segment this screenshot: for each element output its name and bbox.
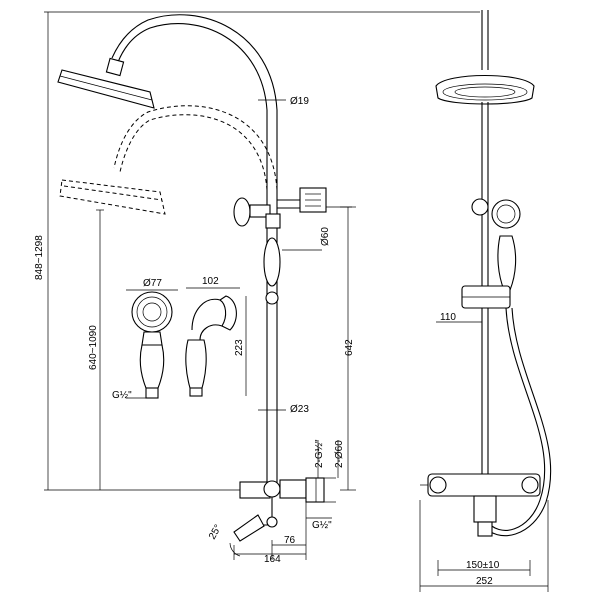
pipe-diameter-label: Ø19 — [290, 96, 309, 107]
spout-reach-label: 164 — [264, 554, 281, 565]
hand-shower-depth-label: 102 — [202, 276, 219, 287]
adjustable-arm-dashed-inner — [113, 105, 278, 191]
outlet-thread-label: G½" — [312, 520, 332, 531]
hand-shower-front — [491, 199, 521, 229]
side-view: Ø19 Ø60 642 Ø23 — [34, 11, 480, 565]
overall-height-label: 848~1298 — [34, 235, 45, 280]
hand-shower-handle — [139, 344, 165, 389]
spout-angle-label: 25° — [207, 523, 224, 542]
hand-shower-mounted — [233, 197, 281, 305]
shower-head-upper — [57, 57, 155, 109]
hand-shower-side-handle — [185, 339, 207, 389]
front-view: 110 150±10 252 — [419, 10, 552, 592]
hand-shower-length-label: 223 — [234, 339, 245, 356]
hand-shower-face — [131, 291, 173, 333]
hand-shower-thread-label: G½" — [112, 390, 132, 401]
gooseneck-arm-outer — [117, 23, 268, 111]
hand-shower-bracket — [277, 187, 327, 213]
overall-width-label: 252 — [476, 576, 493, 587]
shower-head-lower-dashed — [59, 179, 166, 215]
hand-shower-detail: Ø77 G½" 102 223 — [112, 276, 247, 401]
gooseneck-arm-inner — [111, 14, 278, 111]
riser-diameter-label: Ø23 — [290, 404, 309, 415]
mixer-inlets-label: 2-G½" — [314, 439, 325, 468]
riser-height-label: 642 — [344, 339, 355, 356]
mixer-escutcheon-label: 2-Ø60 — [334, 440, 345, 468]
wall-offset-label: 110 — [440, 312, 456, 323]
mixer-body-side — [239, 477, 336, 503]
spout-offset-label: 76 — [284, 535, 296, 546]
hand-shower-height-label: 640~1090 — [88, 325, 99, 370]
inlet-centres-label: 150±10 — [466, 560, 500, 571]
hand-shower-diameter-label: Ø77 — [143, 278, 162, 289]
shower-head-front — [435, 75, 535, 105]
bracket-diameter-label: Ø60 — [320, 227, 331, 246]
hand-shower-side-head — [219, 295, 237, 331]
adjustable-arm-dashed — [119, 114, 268, 191]
hose — [485, 307, 546, 531]
mixer-body-front — [420, 473, 541, 537]
spout-side — [229, 497, 278, 557]
